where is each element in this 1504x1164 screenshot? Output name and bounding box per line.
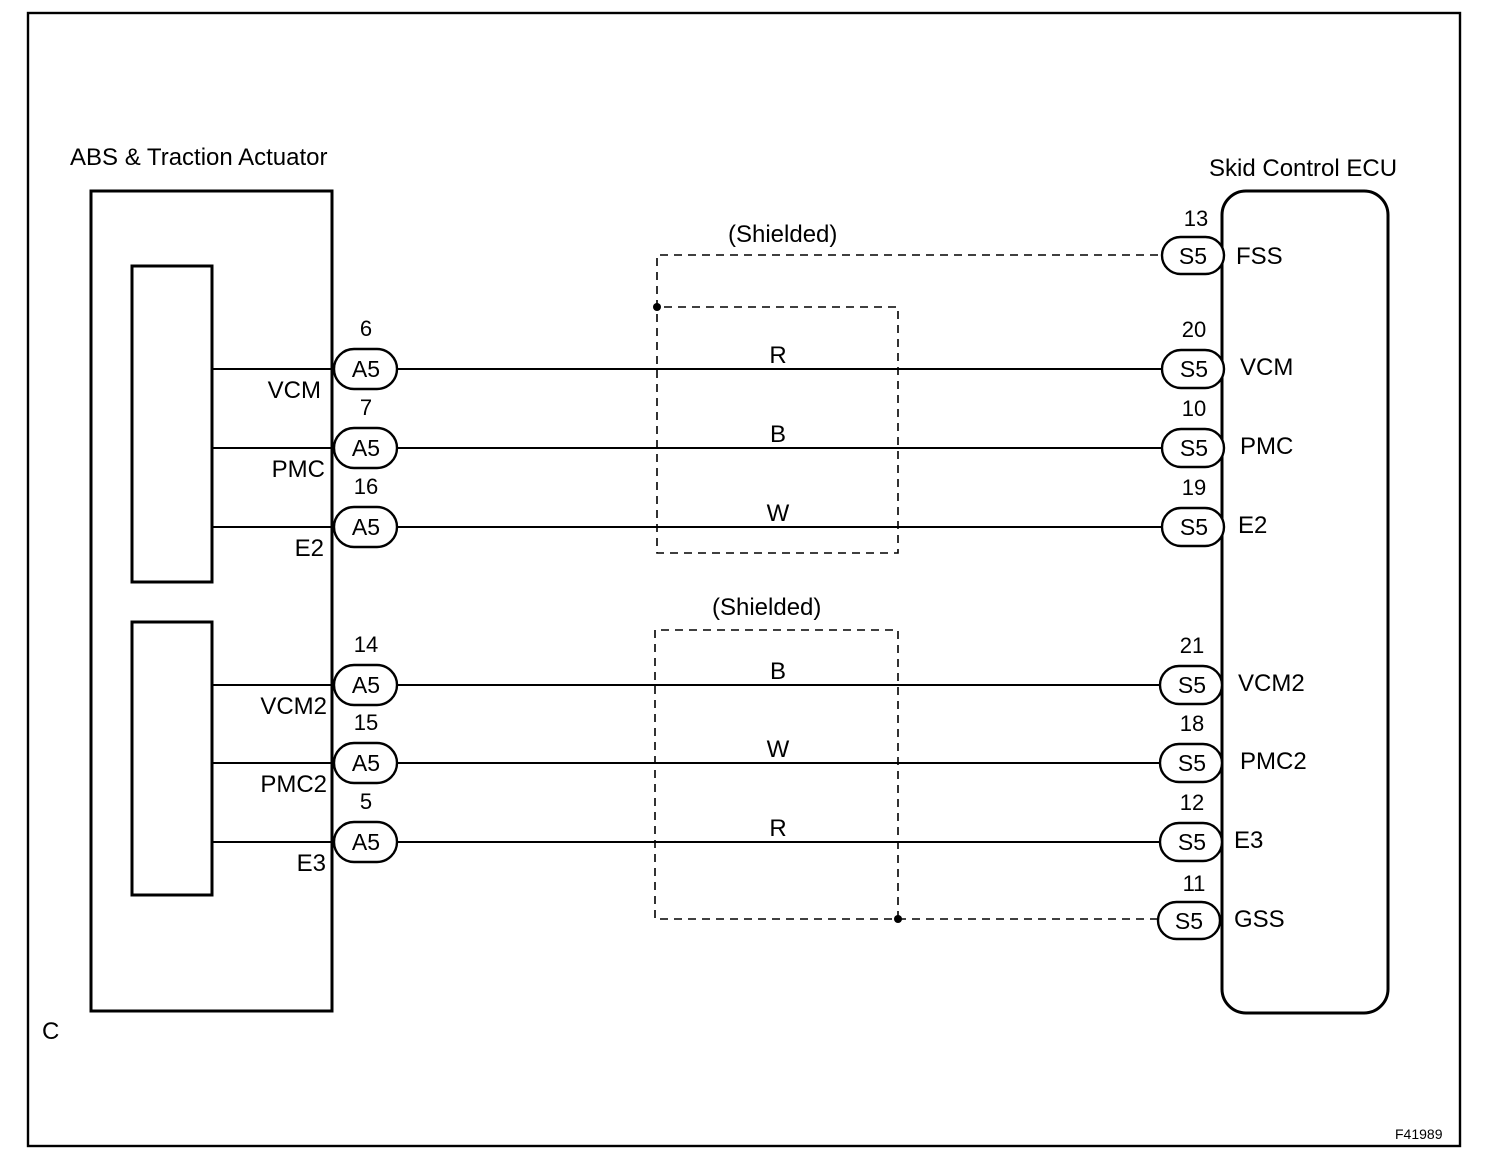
ecu-connector-label: S5 — [1178, 829, 1206, 855]
actuator-connector-pill — [332, 347, 399, 391]
ecu-body — [1220, 189, 1390, 1015]
ecu-connector-pill — [1156, 900, 1222, 941]
ecu-connector-label: S5 — [1178, 672, 1206, 698]
actuator-connector-pill — [332, 820, 399, 864]
ecu-connector-pill — [1160, 427, 1226, 469]
ecu-pin-number: 13 — [1184, 206, 1208, 231]
ecu-connector-label: S5 — [1178, 750, 1206, 776]
corner-label: C — [42, 1018, 59, 1045]
shield-outline — [654, 629, 1158, 920]
ecu-connector-label: S5 — [1175, 908, 1203, 934]
ecu-pin-number: 20 — [1182, 317, 1206, 342]
ecu-connector-label: S5 — [1179, 243, 1207, 269]
shield-junction-dot — [894, 915, 902, 923]
ecu-connector-pill — [1160, 506, 1226, 548]
actuator-connector-label: A5 — [352, 672, 380, 698]
wire-color-label: R — [769, 342, 786, 369]
actuator-connector-pill — [332, 741, 399, 785]
actuator-solenoid-1 — [130, 264, 214, 584]
wire-color-label: W — [767, 736, 790, 763]
actuator-connector-pill — [332, 663, 399, 707]
actuator-connector-label: A5 — [352, 435, 380, 461]
actuator-title: ABS & Traction Actuator — [70, 144, 327, 171]
shield-label: (Shielded) — [728, 221, 837, 248]
ecu-connector-label: S5 — [1180, 435, 1208, 461]
ecu-signal-name: VCM2 — [1238, 670, 1305, 697]
ecu-title: Skid Control ECU — [1209, 155, 1397, 182]
wire-color-label: B — [770, 658, 786, 685]
ecu-pin-fss: 13 S5 FSS — [1160, 206, 1283, 276]
actuator-pin-number: 15 — [354, 710, 378, 735]
wire-color-label: B — [770, 421, 786, 448]
ecu-signal-name: FSS — [1236, 243, 1283, 270]
ecu-pin-number: 18 — [1180, 711, 1204, 736]
actuator-signal-name: VCM — [268, 377, 321, 404]
ecu-connector-pill — [1158, 742, 1224, 784]
ecu-pin-number: 12 — [1180, 790, 1204, 815]
ecu-signal-name: PMC2 — [1240, 748, 1307, 775]
actuator-signal-name: PMC — [272, 456, 325, 483]
ecu-connector-pill — [1158, 821, 1224, 863]
ecu-connector-pill — [1158, 664, 1224, 706]
ecu-pin-gss: 11 S5 GSS — [1156, 871, 1285, 941]
actuator-pin-number: 16 — [354, 474, 378, 499]
ecu-pin-number: 11 — [1183, 871, 1206, 896]
actuator-signal-name: E3 — [297, 850, 326, 877]
ecu-connector-pill — [1160, 348, 1226, 390]
diagram-frame — [26, 11, 1462, 1148]
ecu-signal-name: E2 — [1238, 512, 1267, 539]
ecu-pin-number: 19 — [1182, 475, 1206, 500]
shield-outline — [656, 254, 1158, 554]
actuator-connector-label: A5 — [352, 829, 380, 855]
ecu-connector-label: S5 — [1180, 356, 1208, 382]
ecu-connector-pill — [1160, 235, 1226, 276]
actuator-pin-number: 7 — [360, 395, 372, 420]
ecu-signal-name: PMC — [1240, 433, 1293, 460]
ecu-signal-name: E3 — [1234, 827, 1263, 854]
actuator-signal-name: PMC2 — [260, 771, 327, 798]
shield-label: (Shielded) — [712, 594, 821, 621]
ecu-connector-label: S5 — [1180, 514, 1208, 540]
actuator-pin-number: 5 — [360, 789, 372, 814]
ecu-signal-name: VCM — [1240, 354, 1293, 381]
actuator-connector-label: A5 — [352, 750, 380, 776]
figure-id: F41989 — [1395, 1126, 1443, 1142]
actuator-signal-name: VCM2 — [260, 693, 327, 720]
actuator-connector-pill — [332, 426, 399, 470]
actuator-connector-pill — [332, 505, 399, 549]
wire-color-label: R — [769, 815, 786, 842]
ecu-pin-number: 10 — [1182, 396, 1206, 421]
wire-color-label: W — [767, 500, 790, 527]
actuator-solenoid-2 — [130, 620, 214, 897]
shield-junction-dot — [653, 303, 661, 311]
actuator-pin-number: 14 — [354, 632, 378, 657]
actuator-signal-name: E2 — [295, 535, 324, 562]
actuator-connector-label: A5 — [352, 356, 380, 382]
actuator-pin-number: 6 — [360, 316, 372, 341]
shield-group-1: (Shielded) — [653, 221, 1158, 554]
actuator-connector-label: A5 — [352, 514, 380, 540]
shield-group-2: (Shielded) — [654, 594, 1158, 923]
ecu-signal-name: GSS — [1234, 906, 1285, 933]
ecu-pin-number: 21 — [1180, 633, 1204, 658]
